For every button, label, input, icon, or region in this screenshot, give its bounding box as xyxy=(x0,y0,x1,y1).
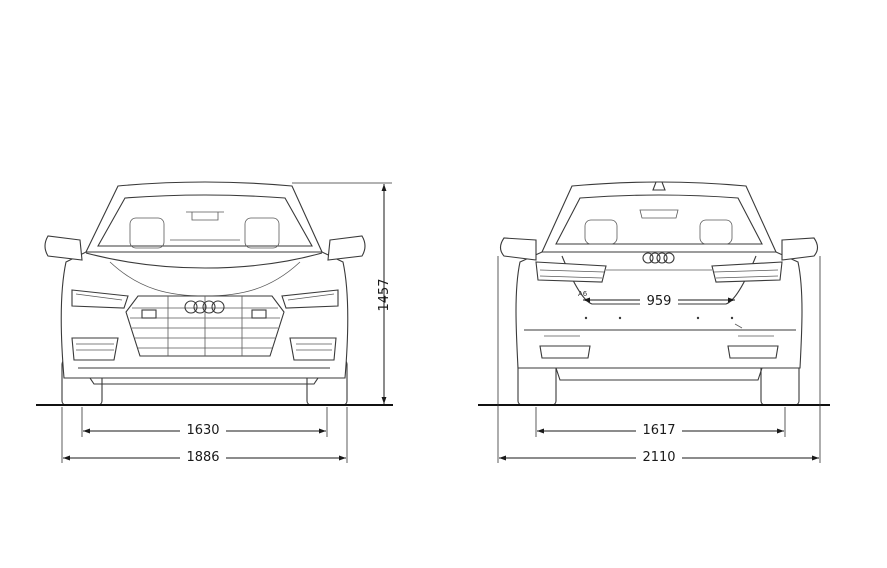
front-height-dimension: 1457 xyxy=(292,182,392,404)
front-view-drawing xyxy=(44,181,366,406)
rear-view-drawing: A6 xyxy=(499,181,819,406)
rear-track-label: 1617 xyxy=(642,423,675,438)
rear-badge: A6 xyxy=(578,290,588,298)
front-width-dimension: 1886 xyxy=(61,407,348,465)
rear-width-label: 2110 xyxy=(642,450,675,465)
front-track-dimension: 1630 xyxy=(81,407,328,438)
rear-track-dimension: 1617 xyxy=(535,407,786,438)
rear-trunk-label: 959 xyxy=(647,294,672,309)
rear-trunk-dimension: 959 xyxy=(583,292,735,309)
front-width-label: 1886 xyxy=(186,450,219,465)
front-track-label: 1630 xyxy=(186,423,219,438)
rear-width-dimension: 2110 xyxy=(497,256,821,465)
front-height-label: 1457 xyxy=(377,278,392,311)
